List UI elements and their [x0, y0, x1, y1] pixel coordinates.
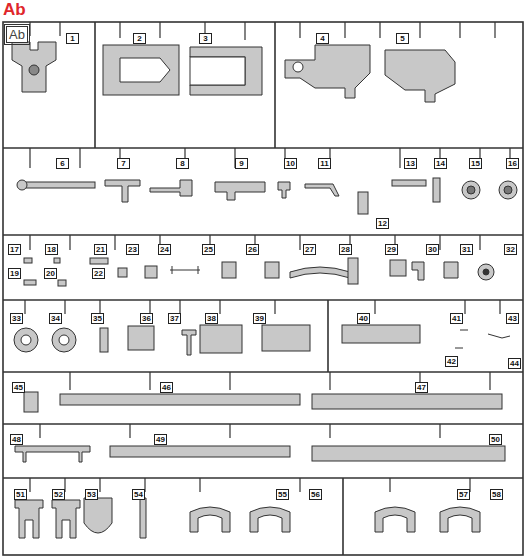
callout-number: 24 [158, 244, 171, 255]
callout-number: 48 [10, 434, 23, 445]
callout-number: 43 [506, 313, 519, 324]
callout-number: 44 [508, 358, 521, 369]
callout-number: 34 [49, 313, 62, 324]
callout-number: 18 [45, 244, 58, 255]
callout-number: 50 [489, 434, 502, 445]
callout-number: 53 [85, 489, 98, 500]
callout-number: 54 [132, 489, 145, 500]
callout-number: 11 [318, 158, 331, 169]
callout-number: 33 [10, 313, 23, 324]
callout-number: 26 [246, 244, 259, 255]
callout-number: 19 [8, 268, 21, 279]
callout-number: 39 [253, 313, 266, 324]
callout-number: 49 [154, 434, 167, 445]
callout-number: 4 [316, 33, 329, 44]
callout-number: 12 [376, 218, 389, 229]
callout-number: 57 [457, 489, 470, 500]
callout-number: 14 [434, 158, 447, 169]
callout-number: 45 [12, 382, 25, 393]
callout-number: 29 [385, 244, 398, 255]
callout-number: 28 [339, 244, 352, 255]
callout-number: 37 [168, 313, 181, 324]
sprue-label: Ab [6, 26, 28, 43]
callout-number: 40 [357, 313, 370, 324]
callout-number: 31 [460, 244, 473, 255]
callout-number: 27 [303, 244, 316, 255]
callout-number: 23 [126, 244, 139, 255]
callout-number: 6 [56, 158, 69, 169]
callout-number: 22 [92, 268, 105, 279]
callout-number: 38 [205, 313, 218, 324]
callout-number: 58 [490, 489, 503, 500]
callout-number: 7 [117, 158, 130, 169]
callout-number: 1 [66, 33, 79, 44]
callout-number: 13 [404, 158, 417, 169]
callout-number: 42 [445, 356, 458, 367]
callout-number: 47 [415, 382, 428, 393]
callout-number: 20 [44, 268, 57, 279]
callout-number: 46 [160, 382, 173, 393]
callout-number: 15 [469, 158, 482, 169]
callout-number: 10 [284, 158, 297, 169]
callout-number: 25 [202, 244, 215, 255]
callout-number: 5 [396, 33, 409, 44]
sprue-title: Ab [3, 0, 26, 20]
callout-number: 17 [8, 244, 21, 255]
callout-number: 56 [309, 489, 322, 500]
callout-number: 21 [94, 244, 107, 255]
callout-number: 41 [450, 313, 463, 324]
callout-number: 9 [235, 158, 248, 169]
callout-number: 3 [199, 33, 212, 44]
callout-number: 51 [14, 489, 27, 500]
callout-number: 36 [140, 313, 153, 324]
callout-number: 35 [91, 313, 104, 324]
callout-number: 2 [133, 33, 146, 44]
callout-number: 8 [176, 158, 189, 169]
callout-number: 52 [52, 489, 65, 500]
callout-number: 16 [506, 158, 519, 169]
callout-number: 55 [276, 489, 289, 500]
callout-number: 32 [504, 244, 517, 255]
callout-number: 30 [426, 244, 439, 255]
